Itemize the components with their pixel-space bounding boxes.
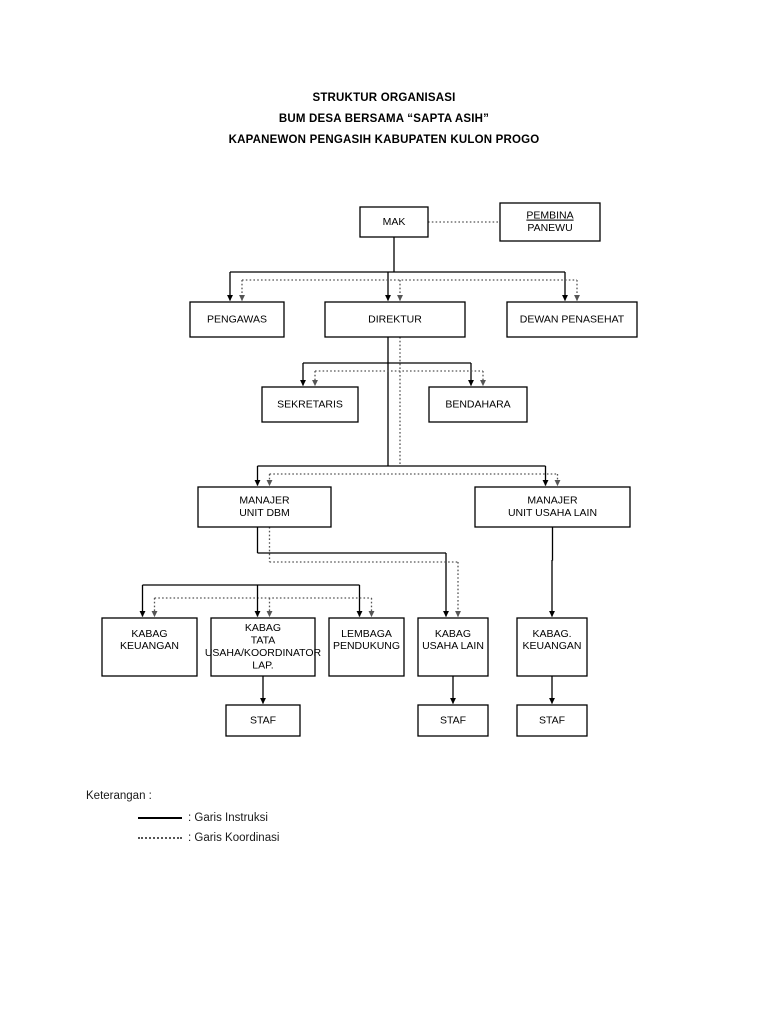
node-label: PENDUKUNG: [333, 640, 400, 652]
node-label: USAHA/KOORDINATOR: [205, 647, 322, 659]
node-staf-2[interactable]: STAF: [417, 704, 489, 737]
connector-instruksi: [551, 527, 554, 561]
legend-label-koordinasi: : Garis Koordinasi: [188, 832, 280, 844]
node-label: PENGAWAS: [207, 313, 267, 325]
node-label: KEUANGAN: [523, 640, 582, 652]
legend-label-instruksi: : Garis Instruksi: [188, 812, 268, 824]
node-direktur[interactable]: DIREKTUR: [324, 301, 466, 338]
node-label: PEMBINA: [526, 210, 573, 222]
node-label: LAP.: [252, 659, 273, 671]
node-label: KABAG: [131, 628, 167, 640]
node-pengawas[interactable]: PENGAWAS: [189, 301, 285, 338]
node-label: SEKRETARIS: [277, 398, 343, 410]
node-mak[interactable]: MAK: [359, 206, 429, 238]
legend-item-koordinasi: : Garis Koordinasi: [138, 828, 279, 848]
legend-item-instruksi: : Garis Instruksi: [138, 808, 279, 828]
page-title: STRUKTUR ORGANISASI BUM DESA BERSAMA “SA…: [0, 88, 768, 151]
node-label: DIREKTUR: [368, 313, 422, 325]
connector-layer: [139, 221, 580, 705]
node-label: MANAJER: [527, 495, 578, 507]
node-label: STAF: [250, 714, 276, 726]
node-label: UNIT USAHA LAIN: [508, 507, 597, 519]
title-line-2: BUM DESA BERSAMA “SAPTA ASIH”: [278, 113, 490, 125]
title-line-3: KAPANEWON PENGASIH KABUPATEN KULON PROGO: [228, 134, 540, 146]
node-label: MANAJER: [239, 495, 290, 507]
legend-heading: Keterangan :: [86, 790, 152, 802]
node-label: KABAG.: [532, 628, 571, 640]
node-label: DEWAN PENASEHAT: [520, 313, 625, 325]
node-label: PANEWU: [527, 222, 572, 234]
node-dewan-penasehat[interactable]: DEWAN PENASEHAT: [506, 301, 638, 338]
solid-line-swatch-icon: [138, 817, 182, 819]
node-bendahara[interactable]: BENDAHARA: [428, 386, 528, 423]
node-label: KABAG: [435, 628, 471, 640]
node-kabag-keuangan-2[interactable]: KABAG.KEUANGAN: [516, 617, 588, 677]
node-label: USAHA LAIN: [422, 640, 484, 652]
title-line-1: STRUKTUR ORGANISASI: [312, 92, 456, 104]
dotted-line-swatch-icon: [138, 837, 182, 839]
node-sekretaris[interactable]: SEKRETARIS: [261, 386, 359, 423]
node-label: STAF: [440, 714, 466, 726]
node-label: LEMBAGA: [341, 628, 392, 640]
node-label: UNIT DBM: [239, 507, 290, 519]
node-label: KEUANGAN: [120, 640, 179, 652]
node-staf-3[interactable]: STAF: [516, 704, 588, 737]
node-label: KABAG: [245, 622, 281, 634]
node-label: BENDAHARA: [445, 398, 510, 410]
legend: Keterangan : : Garis Instruksi : Garis K…: [86, 786, 279, 848]
node-label: STAF: [539, 714, 565, 726]
node-label: MAK: [383, 216, 406, 228]
node-label: TATA: [251, 635, 276, 647]
node-staf-1[interactable]: STAF: [225, 704, 301, 737]
